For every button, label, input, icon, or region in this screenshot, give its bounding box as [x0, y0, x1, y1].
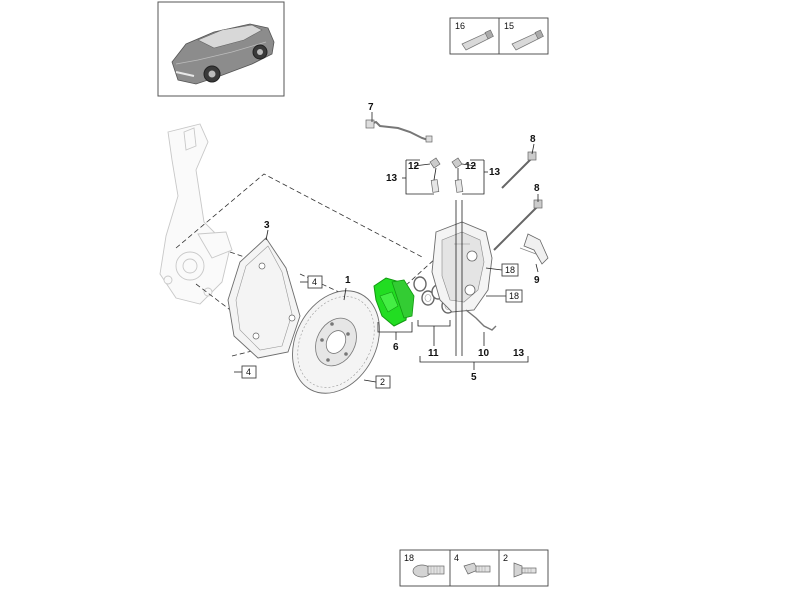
flange-bolt-icon — [412, 564, 445, 578]
retaining-spring — [519, 233, 549, 265]
ref-box-4-upper[interactable]: 4 — [307, 275, 323, 289]
thumbnail-2[interactable]: 2 — [503, 553, 537, 578]
leader-lines — [234, 112, 539, 383]
dust-shield — [227, 237, 301, 359]
callout-13-right[interactable]: 13 — [489, 167, 501, 178]
bleeder-screws — [429, 157, 464, 193]
callout-1[interactable]: 1 — [345, 275, 351, 286]
callout-13-left[interactable]: 13 — [386, 173, 398, 184]
caliper-mounting-bolts — [493, 151, 543, 251]
wear-indicator — [465, 309, 497, 331]
thumbnail-4[interactable]: 4 — [454, 553, 491, 575]
thumbnail-16-number: 16 — [455, 21, 465, 31]
callout-5[interactable]: 5 — [471, 372, 477, 383]
callout-12-right[interactable]: 12 — [465, 161, 477, 172]
hex-bolt-icon — [463, 562, 491, 575]
thumbnail-4-number: 4 — [454, 553, 459, 563]
vehicle-thumbnail — [157, 1, 285, 97]
brake-pads-highlighted[interactable] — [373, 277, 415, 327]
top-thumbnail-strip: 16 15 — [449, 17, 549, 55]
callout-12-left[interactable]: 12 — [408, 161, 420, 172]
callout-13-bottom[interactable]: 13 — [513, 348, 525, 359]
callout-9[interactable]: 9 — [534, 275, 540, 286]
callout-numbers: 7 8 8 12 12 13 13 3 1 9 6 11 10 13 5 — [264, 102, 540, 383]
thumbnail-15[interactable]: 15 — [504, 21, 544, 51]
countersunk-screw-icon — [513, 562, 537, 578]
ref-box-2[interactable]: 2 — [375, 375, 391, 389]
bottom-thumbnail-strip: 18 4 2 — [399, 549, 549, 587]
vehicle-icon — [171, 23, 275, 85]
callout-11[interactable]: 11 — [428, 348, 439, 359]
ref-2-label: 2 — [380, 377, 385, 387]
callout-8-lower[interactable]: 8 — [534, 183, 540, 194]
ref-18-upper-label: 18 — [505, 265, 515, 275]
brake-disc — [292, 290, 380, 394]
ref-4-upper-label: 4 — [312, 277, 317, 287]
thumbnail-16[interactable]: 16 — [455, 21, 494, 51]
ref-box-18-upper[interactable]: 18 — [501, 263, 519, 277]
ref-box-4-lower[interactable]: 4 — [241, 365, 257, 379]
paste-tube-icon — [511, 29, 544, 51]
thumbnail-18[interactable]: 18 — [404, 553, 445, 578]
thumbnail-2-number: 2 — [503, 553, 508, 563]
ref-box-18-lower[interactable]: 18 — [505, 289, 523, 303]
steering-knuckle — [159, 123, 233, 305]
ref-4-lower-label: 4 — [246, 367, 251, 377]
grease-tube-icon — [461, 29, 494, 51]
callout-8-top[interactable]: 8 — [530, 134, 536, 145]
callout-3[interactable]: 3 — [264, 220, 270, 231]
thumbnail-18-number: 18 — [404, 553, 414, 563]
callout-6[interactable]: 6 — [393, 342, 399, 353]
callout-10[interactable]: 10 — [478, 348, 490, 359]
wear-sensor-cable — [365, 119, 433, 143]
boxed-references: 4 4 2 18 18 — [241, 263, 523, 389]
ref-18-lower-label: 18 — [509, 291, 519, 301]
thumbnail-15-number: 15 — [504, 21, 514, 31]
callout-7[interactable]: 7 — [368, 102, 374, 113]
